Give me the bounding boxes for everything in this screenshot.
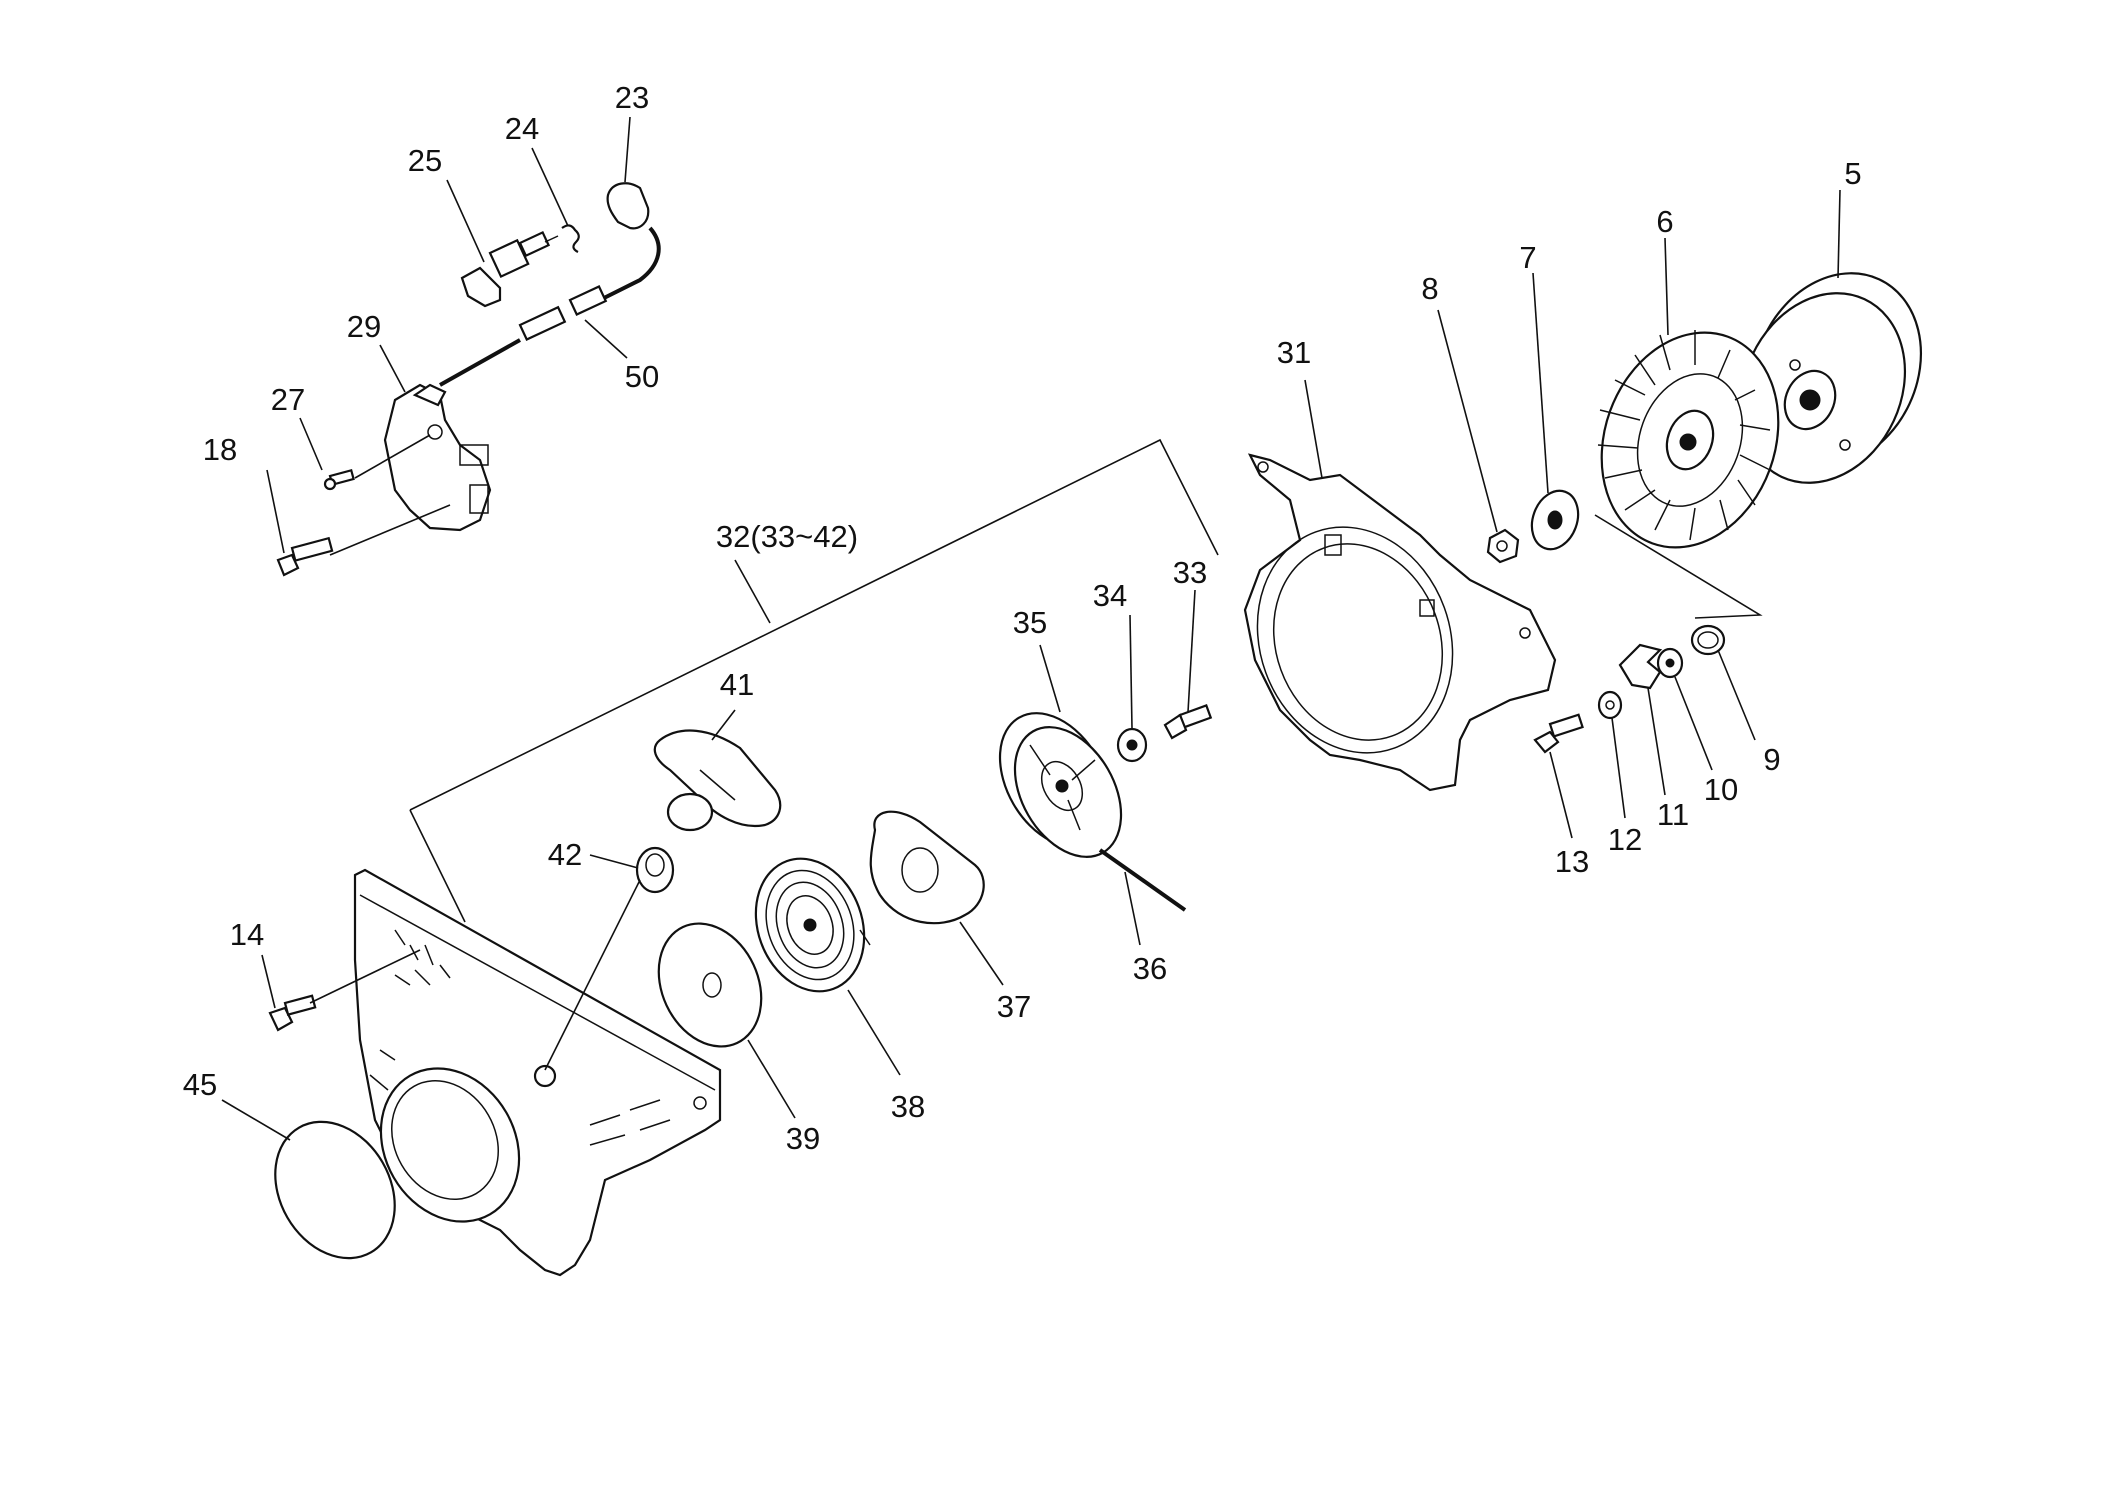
callout-11: 11	[1657, 797, 1689, 832]
part-8-nut	[1486, 528, 1520, 564]
part-42-grommet	[635, 846, 675, 894]
callout-labels: 5 6 7 8 9 10 11 12 13 14 18 23 24 25 27 …	[183, 80, 1862, 1156]
part-41-handle	[653, 729, 782, 832]
callout-25: 25	[408, 143, 442, 178]
callout-36: 36	[1133, 951, 1167, 986]
callout-5: 5	[1844, 156, 1861, 191]
part-38-spring	[754, 857, 871, 993]
callout-38: 38	[891, 1089, 925, 1124]
callout-31: 31	[1277, 335, 1311, 370]
part-18-bolt	[276, 536, 334, 577]
callout-27: 27	[271, 382, 305, 417]
part-32-starter-cover	[353, 868, 722, 1277]
part-45-ring	[274, 1120, 396, 1260]
part-23-boot-cap	[606, 182, 650, 230]
callout-13: 13	[1555, 844, 1589, 879]
callout-12: 12	[1608, 822, 1642, 857]
callout-41: 41	[720, 667, 754, 702]
part-25-spark-plug	[460, 230, 559, 308]
callout-33: 33	[1173, 555, 1207, 590]
leader-lines	[221, 116, 1841, 1141]
callout-24: 24	[505, 111, 539, 146]
callout-45: 45	[183, 1067, 217, 1102]
flywheel-group-bracket	[1594, 514, 1763, 619]
assembly-32-bracket	[409, 438, 1219, 923]
part-10-nut	[1656, 647, 1684, 679]
part-33-bolt	[1163, 704, 1213, 740]
part-37-plate	[869, 810, 985, 925]
callout-34: 34	[1093, 578, 1127, 613]
part-11-pawl	[1618, 643, 1663, 690]
callout-7: 7	[1519, 240, 1536, 275]
callout-14: 14	[230, 917, 264, 952]
part-29-ignition-coil	[383, 383, 492, 532]
callout-18: 18	[203, 432, 237, 467]
callout-39: 39	[786, 1121, 820, 1156]
part-24-spring	[561, 224, 580, 253]
part-13-bolt	[1533, 713, 1584, 754]
part-9-spring	[1690, 624, 1726, 656]
part-39-disc	[657, 922, 763, 1048]
callout-9: 9	[1763, 742, 1780, 777]
callout-23: 23	[615, 80, 649, 115]
part-34-washer	[1116, 727, 1148, 763]
part-35-reel	[998, 712, 1123, 858]
callout-35: 35	[1013, 605, 1047, 640]
callout-6: 6	[1656, 204, 1673, 239]
part-14-screw	[268, 994, 317, 1032]
callout-29: 29	[347, 309, 381, 344]
callout-8: 8	[1421, 271, 1438, 306]
callout-10: 10	[1704, 772, 1738, 807]
part-27-screw	[323, 468, 355, 491]
part-50-ht-lead	[439, 226, 661, 387]
callout-42: 42	[548, 837, 582, 872]
part-31-fan-housing	[1243, 453, 1557, 792]
part-5-rotor	[1739, 272, 1923, 484]
part-6-flywheel	[1597, 330, 1780, 549]
callout-32: 32(33~42)	[716, 519, 858, 554]
part-12-washer	[1597, 690, 1623, 720]
part-36-rope	[1098, 848, 1187, 912]
part-7-washer	[1530, 489, 1580, 551]
callout-37: 37	[997, 989, 1031, 1024]
callout-50: 50	[625, 359, 659, 394]
